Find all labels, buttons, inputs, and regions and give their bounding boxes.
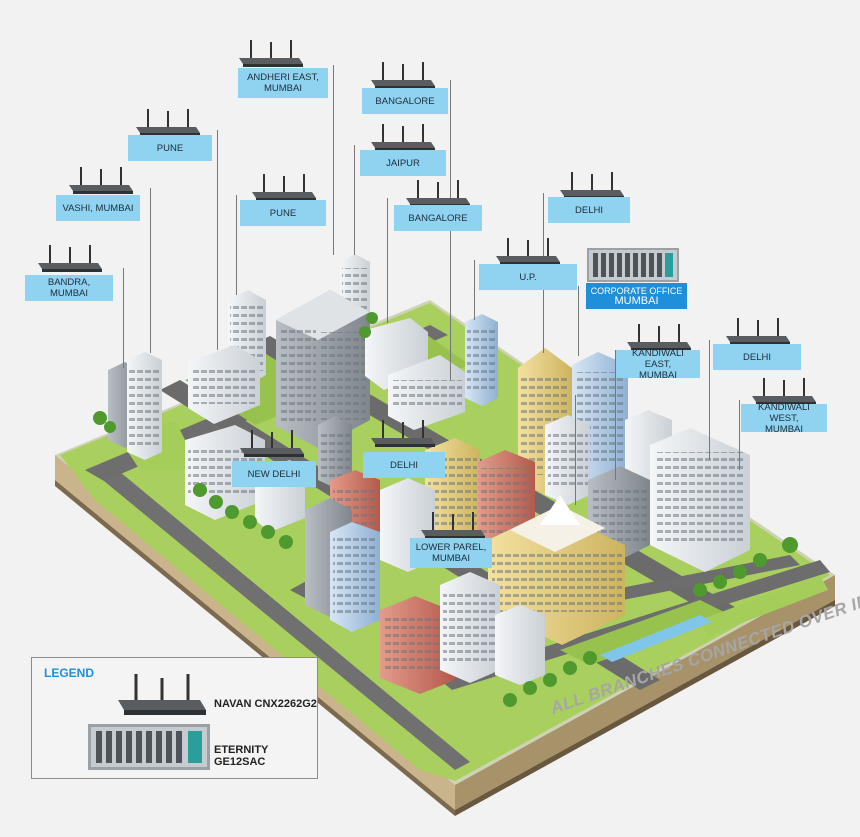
chassis-icon xyxy=(587,248,679,282)
router-icon xyxy=(239,40,303,67)
branch-tag-andheri: ANDHERI EAST, MUMBAI xyxy=(238,68,328,98)
leader-line xyxy=(709,340,710,460)
legend-label-router: NAVAN CNX2262G2 xyxy=(214,698,317,710)
router-icon xyxy=(69,167,133,194)
leader-line xyxy=(236,195,237,295)
leader-line xyxy=(123,268,124,368)
leader-line xyxy=(217,130,218,350)
router-icon xyxy=(560,172,624,199)
legend-title: LEGEND xyxy=(44,666,95,680)
branch-tag-pune: PUNE xyxy=(128,135,212,161)
leader-line xyxy=(615,350,616,480)
router-icon xyxy=(726,318,790,345)
corporate-office-title: CORPORATE OFFICE xyxy=(590,286,683,296)
legend-label-chassis: ETERNITY GE12SAC xyxy=(214,744,269,768)
router-icon xyxy=(371,62,435,89)
branch-tag-bandra: BANDRA, MUMBAI xyxy=(25,275,113,301)
branch-tag-jaipur: JAIPUR xyxy=(360,150,446,176)
corporate-office-city: MUMBAI xyxy=(614,295,659,307)
branch-tag-new-delhi: NEW DELHI xyxy=(232,461,316,487)
router-icon xyxy=(136,109,200,136)
branch-tag-delhi: DELHI xyxy=(713,344,801,370)
buildings xyxy=(108,254,750,694)
router-icon xyxy=(252,174,316,201)
leader-line xyxy=(578,286,579,356)
leader-line xyxy=(354,145,355,255)
branch-tag-up: U.P. xyxy=(479,264,577,290)
leader-line xyxy=(387,198,388,323)
leader-line xyxy=(575,395,576,505)
leader-line xyxy=(333,65,334,255)
branch-tag-delhi: DELHI xyxy=(363,452,445,478)
router-icon xyxy=(38,245,102,272)
branch-tag-lower-parel: LOWER PAREL, MUMBAI xyxy=(410,538,492,568)
router-icon xyxy=(371,420,435,447)
router-icon xyxy=(118,674,206,715)
leader-line xyxy=(150,188,151,353)
router-icon xyxy=(371,124,435,151)
router-icon xyxy=(421,512,485,539)
router-icon xyxy=(240,430,304,457)
branch-tag-delhi: DELHI xyxy=(548,197,630,223)
branch-tag-kandiwali-west: KANDIWALI WEST, MUMBAI xyxy=(741,402,827,435)
legend: LEGEND NAVAN CNX2262G2 ETERNITY GE12SAC xyxy=(31,657,318,779)
leader-line xyxy=(739,400,740,470)
trees xyxy=(93,312,798,707)
branch-tag-bangalore: BANGALORE xyxy=(362,88,448,114)
branch-tag-vashi: VASHI, MUMBAI xyxy=(56,195,140,221)
router-icon xyxy=(496,238,560,265)
corporate-office-tag: CORPORATE OFFICE MUMBAI xyxy=(586,283,687,309)
branch-tag-pune: PUNE xyxy=(240,200,326,226)
branch-tag-kandiwali-east: KANDIWALI EAST, MUMBAI xyxy=(616,348,700,381)
router-icon xyxy=(406,180,470,207)
chassis-icon xyxy=(88,724,210,770)
leader-line xyxy=(474,260,475,320)
branch-tag-bangalore: BANGALORE xyxy=(394,205,482,231)
